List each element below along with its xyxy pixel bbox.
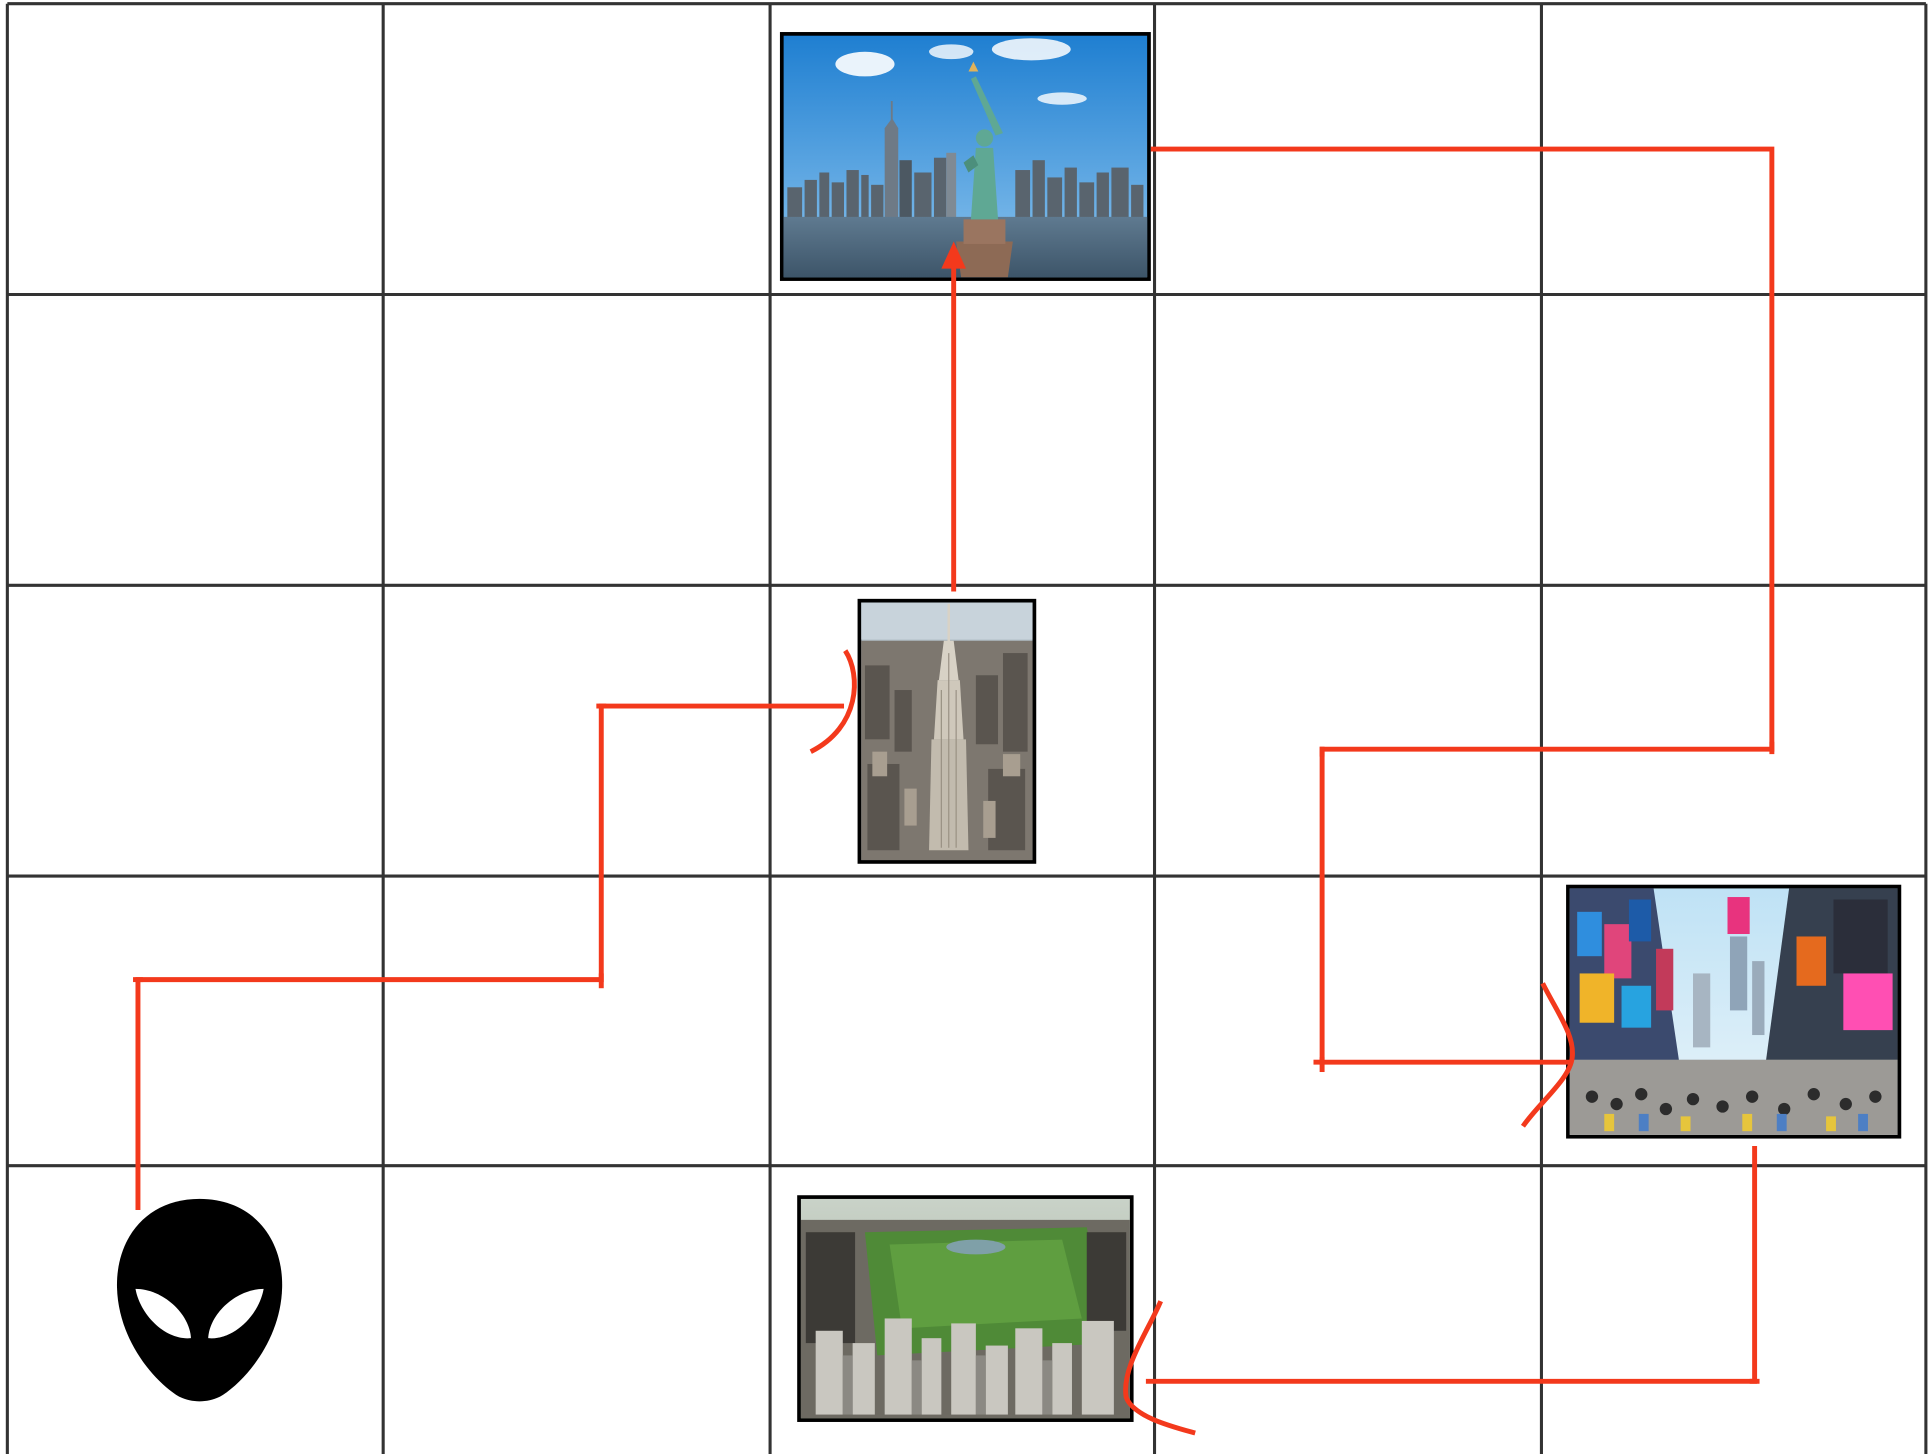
times-square-photo (1566, 885, 1901, 1139)
central-park-photo (797, 1195, 1133, 1422)
statue-of-liberty-photo (780, 32, 1151, 281)
empire-state-building-photo (858, 599, 1037, 864)
